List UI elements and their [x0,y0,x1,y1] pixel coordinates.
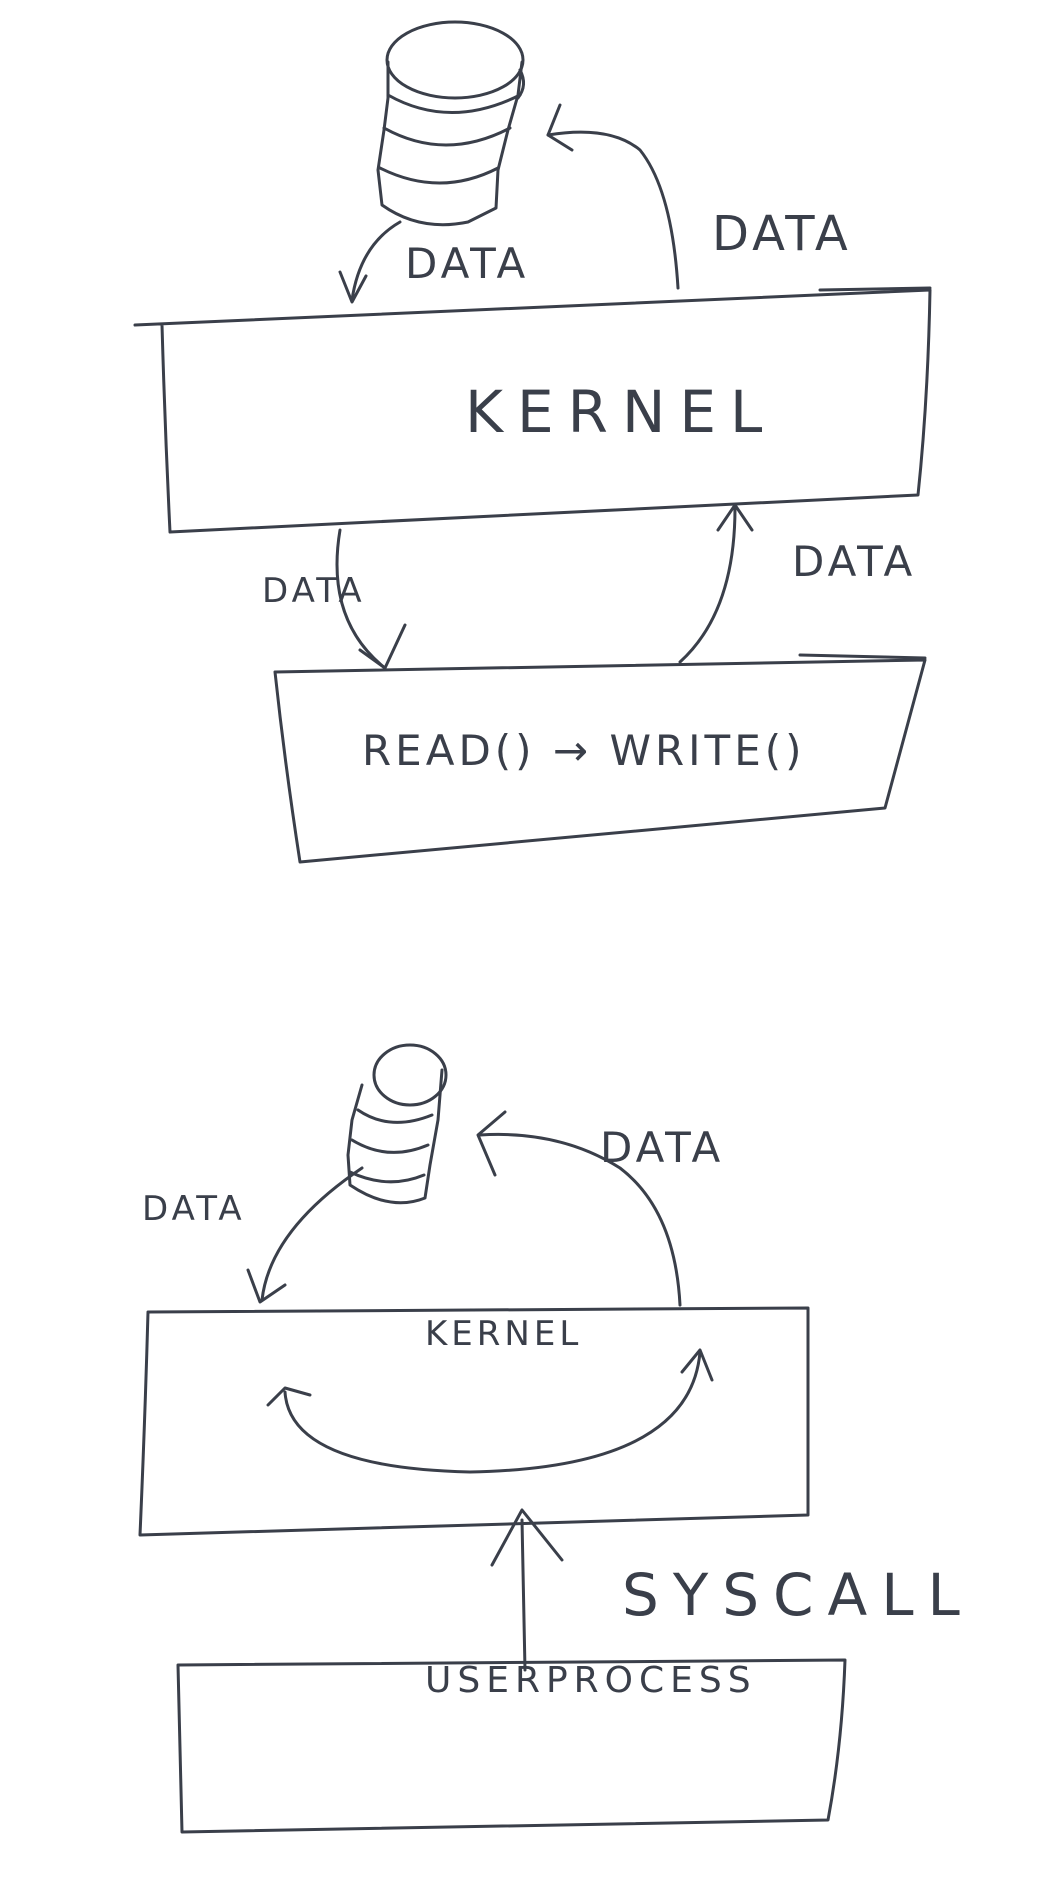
arrow-disk-to-kernel [338,220,402,304]
label-disk-to-kernel: DATA [142,1189,246,1229]
label-kernel-to-disk: DATA [712,206,852,262]
user-process-label: READ() → WRITE() [362,726,806,775]
arrow-kernel-to-user [335,528,407,670]
kernel-label: KERNEL [465,378,776,446]
bottom-diagram: DATA DATA KERNEL SYSCALL USERPROCESS [138,1043,974,1834]
label-kernel-to-disk: DATA [600,1123,724,1172]
arrow-internal-copy [266,1348,714,1474]
arrow-user-to-kernel [678,503,754,664]
arrow-syscall [490,1508,564,1672]
kernel-box [133,286,932,534]
label-disk-to-kernel: DATA [405,239,529,288]
top-diagram: DATA DATA KERNEL DATA DATA REA [133,20,932,864]
kernel-box [138,1306,810,1537]
arrow-kernel-to-disk [476,1110,682,1307]
disk-icon [346,1043,448,1205]
user-process-box [273,653,927,864]
label-kernel-to-user: DATA [262,571,366,611]
disk-icon [376,20,525,227]
label-user-to-kernel: DATA [792,537,916,586]
arrow-disk-to-kernel [246,1166,364,1304]
arrow-kernel-to-disk [546,103,680,290]
user-process-box [176,1658,847,1834]
kernel-label: KERNEL [425,1314,582,1354]
user-process-label: USERPROCESS [425,1660,757,1701]
syscall-label: SYSCALL [622,1561,974,1629]
